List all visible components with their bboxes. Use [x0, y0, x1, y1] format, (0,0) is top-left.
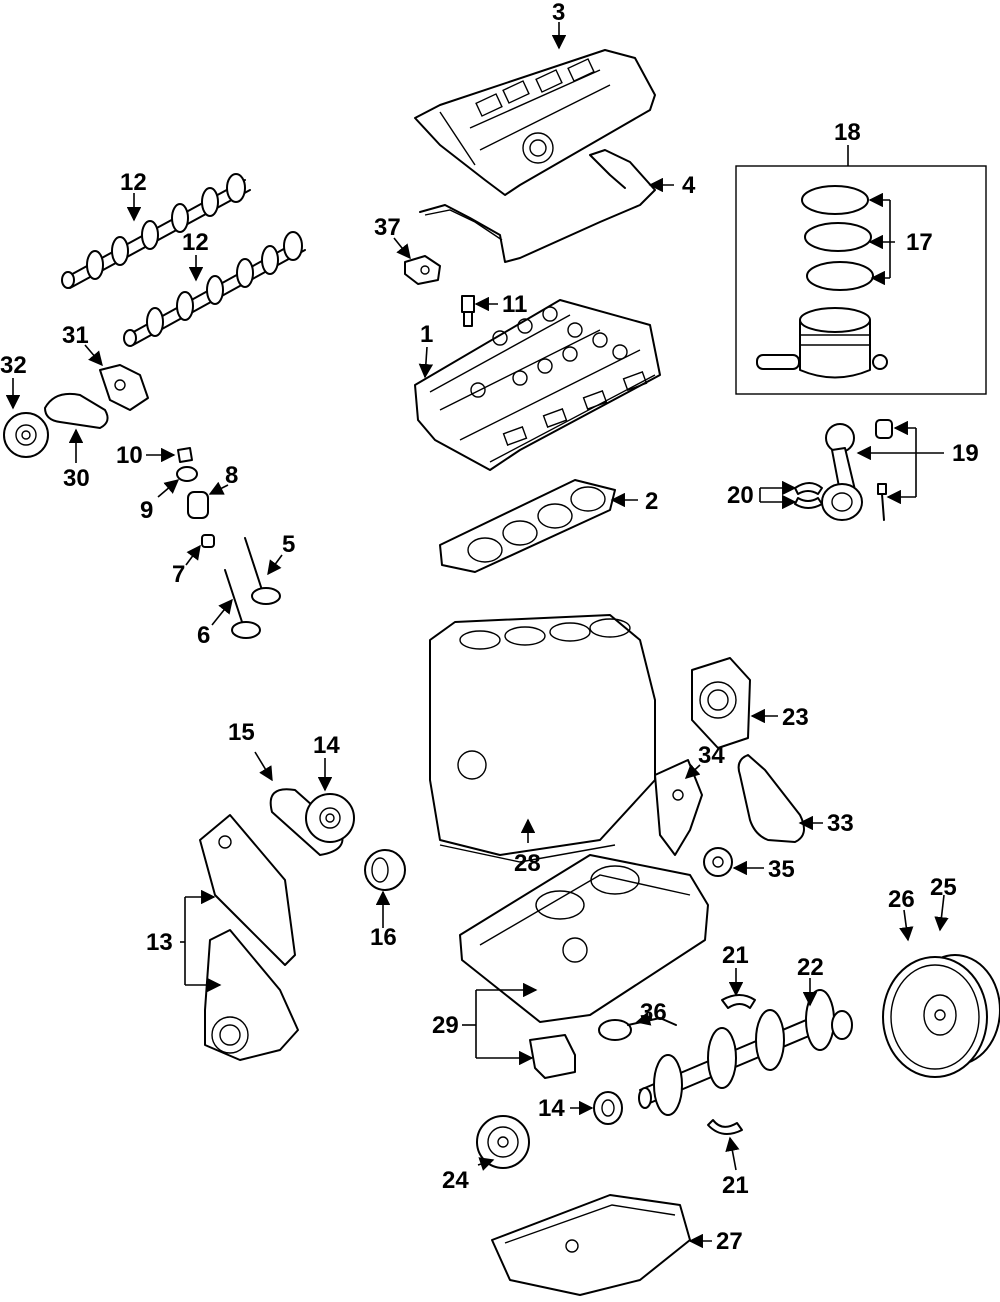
callout-11: 11 — [502, 291, 527, 318]
callout-32: 32 — [0, 352, 27, 379]
callout-26: 26 — [888, 886, 915, 913]
head-gasket-part[interactable] — [439, 479, 616, 573]
piston-kit-box — [735, 165, 987, 395]
callout-25: 25 — [930, 874, 957, 901]
callout-36: 36 — [640, 999, 667, 1026]
upper-timing-cover-part[interactable] — [199, 814, 296, 966]
piston-part[interactable] — [799, 307, 871, 379]
callout-15: 15 — [228, 719, 255, 746]
callout-labels: 1 2 3 4 5 6 7 8 9 10 11 12 12 13 14 14 1… — [0, 0, 979, 1255]
callout-9: 9 — [140, 497, 153, 524]
valve-seal-part[interactable] — [201, 534, 215, 548]
callout-20: 20 — [727, 482, 754, 509]
callout-29: 29 — [432, 1012, 459, 1039]
callout-33: 33 — [827, 810, 854, 837]
main-bearing-lower-part[interactable] — [707, 1119, 743, 1135]
callout-17: 17 — [906, 229, 933, 256]
tensioner-pulley-part[interactable] — [364, 849, 406, 891]
callout-37: 37 — [374, 214, 401, 241]
callout-12b: 12 — [182, 229, 209, 256]
rear-main-seal-part[interactable] — [691, 657, 751, 749]
chain-tensioner-part[interactable] — [99, 364, 149, 411]
callout-30: 30 — [63, 465, 90, 492]
piston-ring-2-part[interactable] — [804, 222, 872, 252]
callout-5: 5 — [282, 531, 295, 558]
oil-pump-chain-part[interactable] — [737, 754, 805, 843]
callout-7: 7 — [172, 561, 185, 588]
callout-28: 28 — [514, 850, 541, 877]
callout-2: 2 — [645, 488, 658, 515]
oil-pan-part[interactable] — [491, 1194, 691, 1296]
valve-cover-part[interactable] — [414, 49, 656, 196]
engine-block-part[interactable] — [429, 614, 656, 863]
connecting-rod-part[interactable] — [821, 423, 863, 521]
callout-4: 4 — [682, 172, 696, 199]
callout-21a: 21 — [722, 942, 749, 969]
callout-3: 3 — [552, 0, 565, 26]
valve-spring-part[interactable] — [187, 491, 209, 519]
callout-10: 10 — [116, 442, 143, 469]
callout-8: 8 — [225, 462, 238, 489]
cam-adjuster-part[interactable] — [3, 412, 49, 458]
valve-spring-retainer-part[interactable] — [176, 466, 198, 482]
callout-13: 13 — [146, 929, 173, 956]
leader-lines — [5, 22, 949, 1249]
flywheel-part[interactable] — [882, 954, 1000, 1078]
callout-14b: 14 — [538, 1095, 565, 1122]
sending-unit-part[interactable] — [461, 295, 475, 327]
piston-pin-part[interactable] — [756, 354, 800, 370]
chain-guide-part[interactable] — [654, 759, 703, 856]
callout-16: 16 — [370, 924, 397, 951]
balance-shaft-module-part[interactable] — [459, 854, 709, 1023]
callout-35: 35 — [768, 856, 795, 883]
callout-12a: 12 — [120, 169, 147, 196]
piston-pin-clip-part[interactable] — [872, 354, 888, 370]
callout-24: 24 — [442, 1167, 469, 1194]
cam-chain-part[interactable] — [44, 392, 109, 429]
exhaust-valve-part[interactable] — [224, 569, 261, 639]
cylinder-head-part[interactable] — [414, 299, 661, 471]
callout-21b: 21 — [722, 1172, 749, 1199]
callout-1: 1 — [420, 321, 433, 348]
lower-timing-cover-part[interactable] — [204, 929, 299, 1061]
main-bearing-upper-part[interactable] — [721, 994, 756, 1009]
intake-valve-part[interactable] — [244, 537, 281, 605]
callout-34: 34 — [698, 742, 725, 769]
rod-bolt-part[interactable] — [877, 483, 887, 521]
valve-keeper-part[interactable] — [177, 447, 193, 463]
crankshaft-part[interactable] — [638, 989, 853, 1116]
camshaft-exhaust-part[interactable] — [123, 231, 306, 347]
callout-31: 31 — [62, 322, 89, 349]
piston-ring-3-part[interactable] — [806, 261, 874, 291]
callout-27: 27 — [716, 1228, 743, 1255]
callout-14a: 14 — [313, 732, 340, 759]
callout-18: 18 — [834, 119, 861, 146]
crankshaft-pulley-part[interactable] — [476, 1115, 530, 1169]
valve-cover-gasket-part[interactable] — [419, 149, 656, 263]
callout-6: 6 — [197, 622, 210, 649]
crankshaft-sprocket-part[interactable] — [593, 1091, 623, 1125]
callout-19: 19 — [952, 440, 979, 467]
sensor-part[interactable] — [404, 255, 441, 285]
callout-22: 22 — [797, 954, 824, 981]
crank-sprocket-part[interactable] — [703, 847, 733, 877]
callout-23: 23 — [782, 704, 809, 731]
piston-ring-1-part[interactable] — [801, 185, 869, 215]
rod-bushing-part[interactable] — [875, 419, 893, 439]
idler-pulley-part[interactable] — [305, 793, 355, 843]
rod-bearing-part[interactable] — [794, 482, 823, 509]
camshaft-intake-part[interactable] — [61, 173, 251, 289]
oil-pump-part[interactable] — [529, 1034, 576, 1079]
